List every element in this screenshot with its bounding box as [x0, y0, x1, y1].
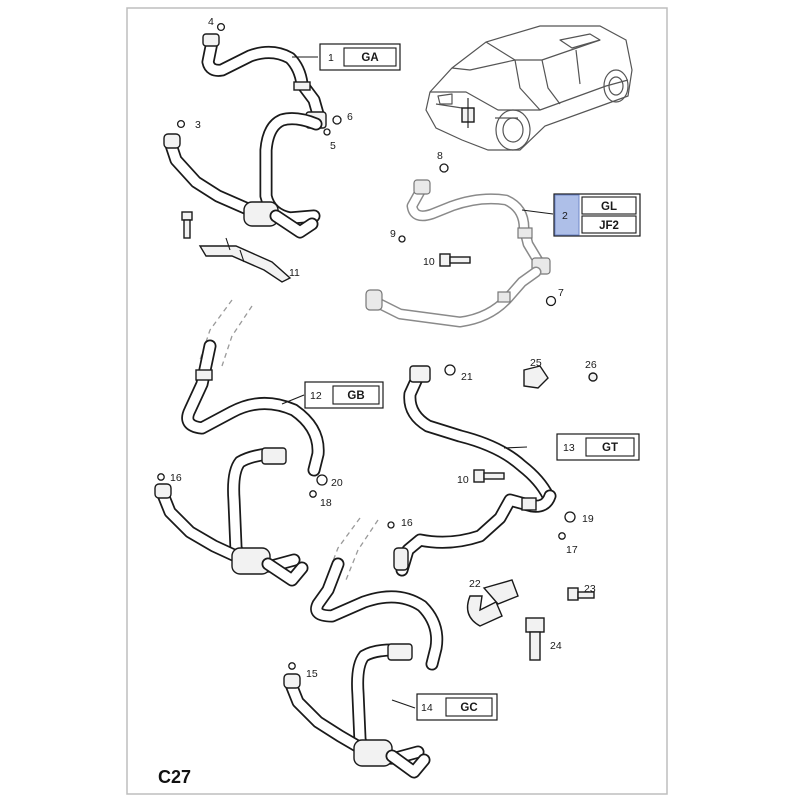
callout-1-id: 1 — [328, 52, 334, 64]
clamp-22 — [466, 579, 519, 627]
callout-2-code-a: GL — [601, 201, 617, 213]
bolt-23 — [567, 587, 595, 601]
callout-2-highlight — [554, 194, 580, 236]
callout-12: 12 GB — [304, 381, 384, 409]
part-label: 24 — [550, 640, 562, 652]
hose-ga — [163, 33, 327, 239]
sheet-code: C27 — [158, 767, 191, 787]
bolt-10-lower — [473, 469, 505, 483]
part-label: 26 — [585, 359, 597, 371]
part-label: 16 — [170, 472, 182, 484]
part-label: 17 — [566, 544, 578, 556]
part-label: 21 — [461, 371, 473, 383]
hose-gc — [283, 517, 444, 779]
bolt-24 — [525, 617, 545, 661]
callout-14-code: GC — [460, 702, 477, 714]
part-label: 10 — [457, 474, 469, 486]
part-label: 19 — [582, 513, 594, 525]
part-label: 18 — [320, 497, 332, 509]
part-label: 20 — [331, 477, 343, 489]
part-label: 11 — [289, 267, 300, 279]
part-label: 3 — [195, 119, 201, 131]
part-label: 25 — [530, 357, 542, 369]
part-label: 23 — [584, 583, 596, 595]
part-label: 7 — [558, 287, 564, 299]
nut-26 — [588, 372, 598, 382]
callout-2-code-b: JF2 — [599, 220, 619, 232]
hose-gl-ghost — [365, 179, 551, 328]
callout-13-id: 13 — [563, 442, 575, 454]
callout-13-code: GT — [602, 442, 618, 454]
diagram-frame — [126, 7, 668, 795]
part-label: 9 — [390, 228, 396, 240]
callout-2: 2 GL JF2 — [553, 193, 641, 237]
part-label: 4 — [208, 16, 214, 28]
part-label: 15 — [306, 668, 318, 680]
callout-12-code: GB — [347, 390, 364, 402]
callout-14-id: 14 — [421, 702, 433, 714]
part-label: 5 — [330, 140, 336, 152]
part-label: 22 — [469, 578, 481, 590]
o-rings — [157, 22, 576, 670]
hose-gt — [393, 365, 557, 577]
car-illustration — [425, 25, 633, 151]
callout-1: 1 GA — [319, 43, 401, 71]
clip-25 — [523, 365, 549, 389]
callout-1-code: GA — [361, 52, 378, 64]
bracket-11 — [198, 237, 292, 283]
callout-2-id: 2 — [562, 210, 568, 222]
part-label: 16 — [401, 517, 413, 529]
callout-14: 14 GC — [416, 693, 498, 721]
callout-13: 13 GT — [556, 433, 640, 461]
part-labels: 3 4 5 6 7 8 9 10 10 11 15 16 16 17 18 19… — [170, 16, 597, 680]
bolt-left — [181, 211, 193, 239]
hose-gb — [154, 299, 325, 587]
part-label: 6 — [347, 111, 353, 123]
callout-12-id: 12 — [310, 390, 322, 402]
part-label: 8 — [437, 150, 443, 162]
bolt-10-upper — [439, 253, 471, 267]
leader-lines — [281, 56, 554, 709]
part-label: 10 — [423, 256, 435, 268]
